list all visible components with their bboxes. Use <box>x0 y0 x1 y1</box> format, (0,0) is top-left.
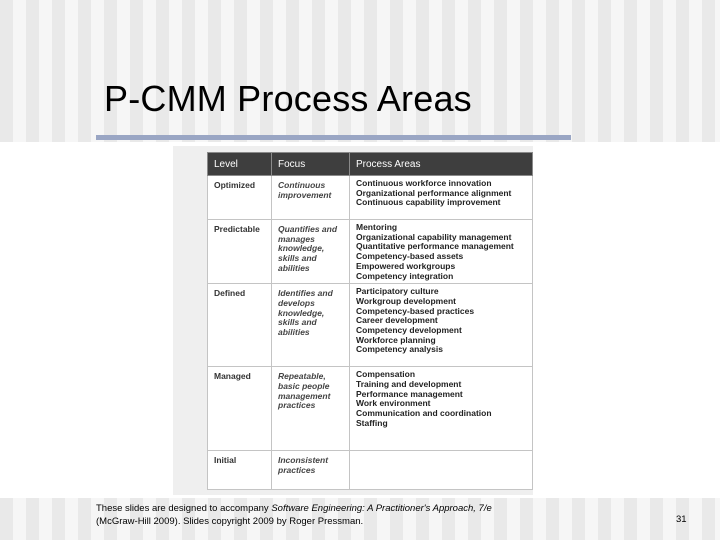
process-area-item: Performance management <box>356 388 463 399</box>
level-cell: Predictable <box>207 218 272 285</box>
level-cell: Initial <box>207 450 272 491</box>
process-area-item: Empowered workgroups <box>356 260 456 271</box>
title-underline <box>96 135 571 140</box>
process-area-item: Staffing <box>356 417 388 428</box>
focus-line: knowledge, <box>278 307 325 318</box>
focus-line: abilities <box>278 327 310 338</box>
focus-line: skills and <box>278 253 317 264</box>
level-cell: Defined <box>207 283 272 368</box>
process-area-item: Participatory culture <box>356 286 439 297</box>
process-area-item: Competency-based assets <box>356 251 464 262</box>
focus-line: Quantifies and <box>278 224 338 234</box>
focus-line: basic people <box>278 380 330 391</box>
focus-line: skills and <box>278 317 317 328</box>
focus-line: manages <box>278 233 315 244</box>
header-process-areas: Process Areas <box>349 152 533 176</box>
process-area-item: Organizational capability management <box>356 231 512 242</box>
focus-line: knowledge, <box>278 243 325 254</box>
focus-line: abilities <box>278 262 310 273</box>
footer-copyright: (McGraw-Hill 2009). Slides copyright 200… <box>96 516 364 527</box>
level-cell: Managed <box>207 366 272 452</box>
footer-book-title: Software Engineering: A Practitioner's A… <box>271 503 492 514</box>
process-area-item: Competency integration <box>356 270 454 281</box>
process-area-item: Training and development <box>356 378 462 389</box>
focus-line: practices <box>278 400 316 411</box>
process-area-item: Competency-based practices <box>356 305 475 316</box>
process-area-item: Organizational performance alignment <box>356 187 512 198</box>
table-header-row: Level Focus Process Areas <box>207 152 533 176</box>
focus-line: Repeatable, <box>278 371 326 382</box>
focus-line: develops <box>278 297 315 308</box>
page-number: 31 <box>676 514 687 525</box>
process-area-item: Competency analysis <box>356 344 443 355</box>
slide-title: P-CMM Process Areas <box>104 78 472 119</box>
header-level: Level <box>207 152 272 176</box>
process-areas-cell <box>349 450 533 491</box>
focus-line: practices <box>278 464 316 475</box>
process-area-item: Workforce planning <box>356 334 436 345</box>
focus-line: improvement <box>278 189 332 200</box>
process-area-item: Mentoring <box>356 222 398 232</box>
process-area-item: Quantitative performance management <box>356 241 514 252</box>
process-area-item: Compensation <box>356 369 416 380</box>
process-area-item: Continuous capability improvement <box>356 197 501 208</box>
footer-text: These slides are designed to accompany S… <box>96 502 556 528</box>
focus-line: management <box>278 390 331 401</box>
focus-line: Identifies and <box>278 288 333 299</box>
footer-prefix: These slides are designed to accompany <box>96 503 272 514</box>
focus-line: Continuous <box>278 180 326 190</box>
focus-line: Inconsistent <box>278 455 329 466</box>
level-cell: Optimized <box>207 175 272 220</box>
process-area-item: Workgroup development <box>356 295 456 306</box>
header-focus: Focus <box>271 152 350 176</box>
process-area-item: Communication and coordination <box>356 408 492 419</box>
process-area-item: Career development <box>356 315 438 326</box>
process-area-item: Competency development <box>356 325 462 336</box>
process-area-item: Continuous workforce innovation <box>356 178 492 188</box>
process-area-item: Work environment <box>356 398 431 409</box>
